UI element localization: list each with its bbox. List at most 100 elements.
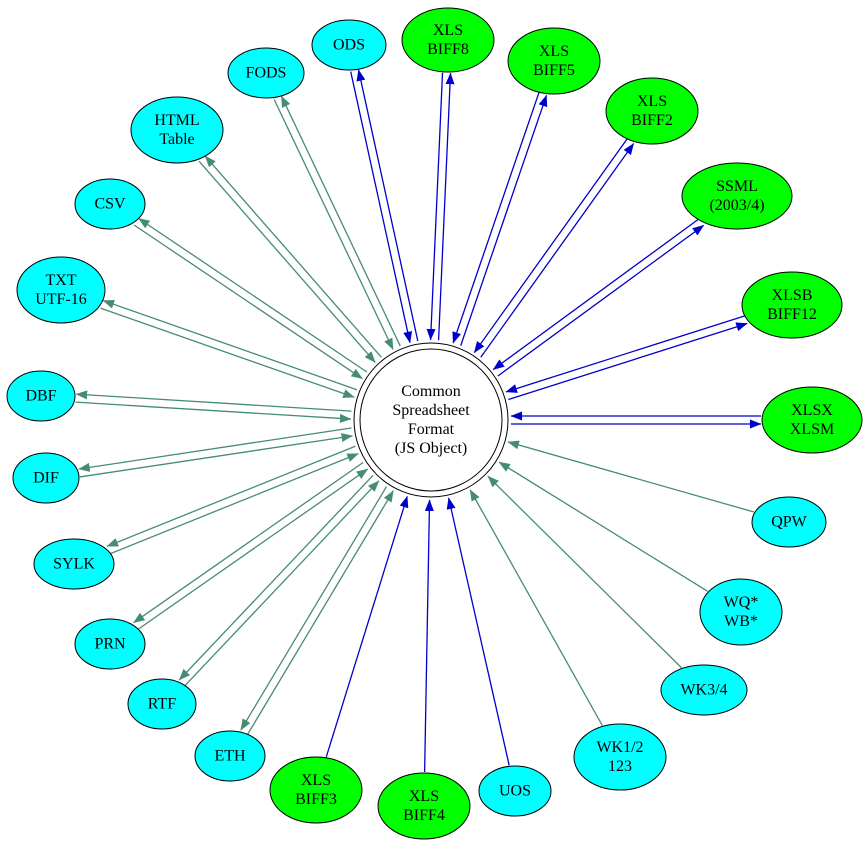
edge-sylk-in-arrow: [109, 453, 359, 555]
node-qpw: QPW: [751, 496, 827, 548]
edge-xls-biff2-out-arrow: [480, 143, 635, 358]
edge-xls-biff2-in-arrow: [473, 138, 628, 354]
node-html-table-ellipse: [130, 96, 224, 164]
node-xls-biff3-label: BIFF3: [295, 791, 337, 808]
edge-xlsb-in-arrow: [505, 315, 746, 393]
node-dbf-label: DBF: [25, 388, 56, 405]
edge-sylk-out-arrow: [106, 445, 356, 547]
node-rtf-ellipse: [127, 678, 197, 730]
edge-xls-biff4-in-arrow: [423, 499, 434, 773]
node-ssml-label: (2003/4): [709, 197, 764, 214]
node-xls-biff4: XLS BIFF4: [377, 772, 471, 840]
node-xlsx-label: XLSM: [790, 421, 834, 438]
node-xls-biff2-ellipse: [605, 77, 699, 145]
node-dif-label: DIF: [33, 470, 59, 487]
edge-prn-in-arrow: [137, 468, 369, 630]
center-label: Common: [401, 383, 461, 400]
edge-ssml-out-arrow: [497, 224, 705, 377]
edge-xls-biff8-in-arrow: [426, 72, 444, 341]
node-xls-biff2-label: BIFF2: [631, 112, 673, 129]
node-wq-wb: WQ*WB*: [699, 578, 783, 646]
node-xlsx: XLSX XLSM: [761, 386, 863, 454]
node-wk12-123-ellipse: [573, 723, 667, 791]
edge-dbf-out-arrow: [75, 390, 352, 412]
node-xlsb-label: BIFF12: [767, 306, 817, 323]
node-xls-biff5-label: XLS: [539, 43, 569, 60]
node-uos-ellipse: [478, 765, 552, 817]
edge-xls-biff5-out-arrow: [460, 94, 548, 346]
edge-rtf-in-arrow: [184, 480, 380, 686]
node-xls-biff8-ellipse: [401, 7, 495, 73]
node-xls-biff3-label: XLS: [301, 772, 331, 789]
edge-xls-biff8-out-arrow: [437, 72, 455, 341]
center-inner-circle: [359, 348, 503, 492]
node-csv-ellipse: [74, 178, 146, 230]
node-xls-biff3-ellipse: [269, 756, 363, 824]
node-xls-biff2-label: XLS: [637, 93, 667, 110]
node-html-table-label: HTML: [154, 112, 199, 129]
edge-ods-in-arrow: [350, 71, 413, 344]
node-fods: FODS: [227, 47, 305, 99]
node-txt-utf16-label: TXT: [45, 272, 76, 289]
node-rtf-label: RTF: [148, 696, 176, 713]
edge-txt-utf16-in-arrow: [100, 307, 355, 398]
edge-qpw-in-arrow: [507, 440, 755, 513]
node-sylk-label: SYLK: [53, 556, 95, 573]
edge-html-table-in-arrow: [198, 160, 376, 363]
node-xls-biff4-label: XLS: [409, 788, 439, 805]
center-label: (JS Object): [395, 440, 467, 457]
node-uos: UOS: [478, 765, 552, 817]
edge-wk34-in-arrow: [487, 475, 682, 669]
node-sylk: SYLK: [33, 538, 115, 590]
node-xls-biff8-label: BIFF8: [427, 41, 469, 58]
node-xlsx-label: XLSX: [791, 402, 833, 419]
edge-dif-out-arrow: [78, 427, 352, 472]
node-html-table-label: Table: [159, 131, 194, 148]
node-prn: PRN: [74, 618, 146, 670]
node-rtf: RTF: [127, 678, 197, 730]
edge-eth-out-arrow: [240, 486, 388, 731]
node-ods: ODS: [311, 19, 387, 71]
node-fods-ellipse: [227, 47, 305, 99]
node-qpw-ellipse: [751, 496, 827, 548]
edge-txt-utf16-out-arrow: [102, 299, 358, 391]
edge-wk12-123-in-arrow: [469, 489, 603, 726]
node-csv-label: CSV: [94, 196, 126, 213]
node-xlsb-label: XLSB: [772, 287, 813, 304]
node-wk12-123-label: WK1/2: [596, 739, 643, 756]
node-prn-ellipse: [74, 618, 146, 670]
edge-html-table-out-arrow: [204, 155, 382, 358]
node-dbf-ellipse: [6, 370, 76, 422]
node-wq-wb-label: WB*: [724, 613, 758, 630]
node-xls-biff8-label: XLS: [433, 22, 463, 39]
node-ods-label: ODS: [333, 37, 365, 54]
edge-rtf-out-arrow: [178, 474, 374, 681]
node-wq-wb-ellipse: [699, 578, 783, 646]
node-ssml: SSML(2003/4): [681, 162, 793, 230]
edge-layer: [75, 69, 762, 773]
node-ssml-ellipse: [681, 162, 793, 230]
node-sylk-ellipse: [33, 538, 115, 590]
node-xlsx-ellipse: [761, 386, 863, 454]
node-xls-biff4-ellipse: [377, 772, 471, 840]
edge-ssml-in-arrow: [492, 218, 700, 371]
node-prn-label: PRN: [94, 636, 126, 653]
node-wk34-label: WK3/4: [680, 682, 727, 699]
node-eth: ETH: [194, 730, 266, 782]
edge-xls-biff3-in-arrow: [325, 495, 409, 758]
node-eth-label: ETH: [214, 748, 246, 765]
node-qpw-label: QPW: [771, 514, 807, 531]
node-xls-biff2: XLS BIFF2: [605, 77, 699, 145]
node-xls-biff4-label: BIFF4: [403, 807, 445, 824]
edge-dbf-in-arrow: [75, 401, 352, 423]
edge-wq-wb-in-arrow: [498, 461, 708, 592]
node-html-table: HTML Table: [130, 96, 224, 164]
edge-csv-out-arrow: [138, 217, 368, 373]
edge-dif-in-arrow: [79, 433, 353, 478]
node-wk34: WK3/4: [660, 664, 748, 716]
